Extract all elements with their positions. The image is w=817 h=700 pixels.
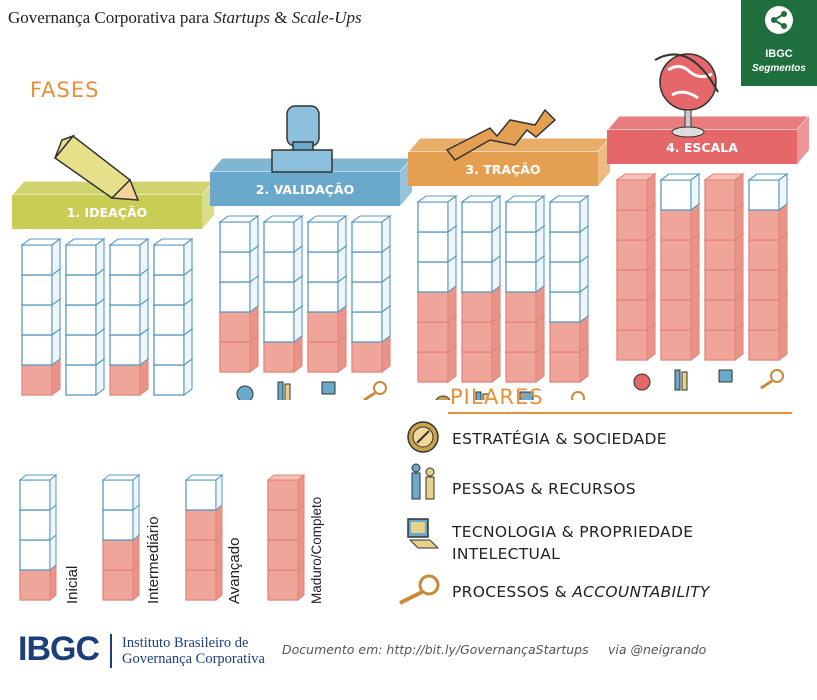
- pillar-cube: [505, 291, 537, 323]
- pillar-cube: [417, 351, 449, 383]
- pillar-cube: [704, 209, 736, 241]
- globe-icon: [654, 53, 719, 138]
- pillar-cube: [748, 329, 780, 361]
- fases-heading: FASES: [30, 78, 100, 102]
- pillar-cube: [109, 304, 141, 336]
- pillar-cube: [351, 221, 383, 253]
- phase-label: 4. ESCALA: [666, 140, 738, 155]
- pillar-cube: [549, 321, 581, 353]
- rising-arrow-icon: [445, 108, 557, 161]
- pillar-cube: [263, 221, 295, 253]
- phase-beam: [12, 195, 202, 229]
- pilar-estrategia-label: ESTRATÉGIA & SOCIEDADE: [452, 430, 667, 448]
- via-credit: via @neigrando: [608, 642, 707, 657]
- pillar-cube: [704, 329, 736, 361]
- page-title: Governança Corporativa para Startups & S…: [8, 8, 362, 27]
- phase-beam: [607, 130, 797, 164]
- phase-label: 2. VALIDAÇÃO: [256, 182, 354, 197]
- pillar-cube: [109, 244, 141, 276]
- compass-icon: [407, 421, 439, 453]
- pillar-cube: [263, 341, 295, 373]
- logo-divider: [110, 634, 112, 668]
- pillar-cube: [109, 274, 141, 306]
- pillar-cube: [351, 311, 383, 343]
- pilar-pessoas-label: PESSOAS & RECURSOS: [452, 480, 636, 498]
- ibgc-logo: IBGC: [18, 630, 100, 668]
- pillar-cube: [660, 239, 692, 271]
- pilar-processos-label: PROCESSOS & ACCOUNTABILITY: [452, 583, 710, 601]
- pillar-cube: [21, 364, 53, 396]
- pillar-cube: [109, 364, 141, 396]
- phase-label: 1. IDEAÇÃO: [67, 205, 148, 220]
- pillar-cube: [616, 329, 648, 361]
- pilares-divider: [448, 412, 792, 414]
- computer-icon: [407, 518, 440, 549]
- ibgc-segmentos-badge: IBGC Segmentos: [741, 0, 817, 86]
- pillar-cube: [748, 209, 780, 241]
- pillar-cube: [219, 341, 251, 373]
- people-icon: [411, 463, 435, 500]
- ibgc-org-name: Instituto Brasileiro de Governança Corpo…: [122, 635, 265, 667]
- pillar-cube: [616, 239, 648, 271]
- phase-beam: [210, 172, 400, 206]
- phase-pillar-icons: [435, 391, 585, 400]
- pillar-cube: [549, 351, 581, 383]
- share-network-icon: [765, 6, 793, 34]
- pilares-heading: PILARES: [450, 385, 544, 409]
- pillar-cube: [748, 269, 780, 301]
- pillar-cube: [263, 281, 295, 313]
- pilar-tecnologia-label: TECNOLOGIA & PROPRIEDADE INTELECTUAL: [452, 523, 694, 563]
- magnifier-icon: [399, 574, 440, 605]
- phase-pillar-icons: [236, 381, 387, 400]
- phase-pillar-icons: [633, 369, 784, 391]
- pillar-cube: [219, 311, 251, 343]
- pillar-cube: [505, 321, 537, 353]
- pillar-cube: [616, 269, 648, 301]
- pillar-cube: [505, 261, 537, 293]
- phases-illustration: 1. IDEAÇÃO 2. VALIDAÇÃO 3. TRAÇÃO 4. ESCALA: [10, 53, 811, 400]
- pillar-cube: [417, 231, 449, 263]
- pencil-icon: [53, 134, 140, 201]
- pillar-cube: [65, 244, 97, 276]
- stamp-icon: [271, 105, 333, 173]
- pillar-cube: [307, 311, 339, 343]
- pillar-cube: [65, 274, 97, 306]
- pillar-cube: [748, 179, 780, 211]
- phase-label: 3. TRAÇÃO: [465, 162, 540, 177]
- pillar-cube: [549, 291, 581, 323]
- phase-beam: [408, 152, 598, 186]
- pillar-cube: [616, 179, 648, 211]
- document-link[interactable]: Documento em: http://bit.ly/GovernançaSt…: [282, 642, 589, 657]
- pillar-cube: [417, 291, 449, 323]
- pillar-cube: [21, 244, 53, 276]
- pillar-cube: [461, 351, 493, 383]
- pillar-cube: [461, 261, 493, 293]
- pillar-cube: [65, 334, 97, 366]
- pillar-cube: [660, 209, 692, 241]
